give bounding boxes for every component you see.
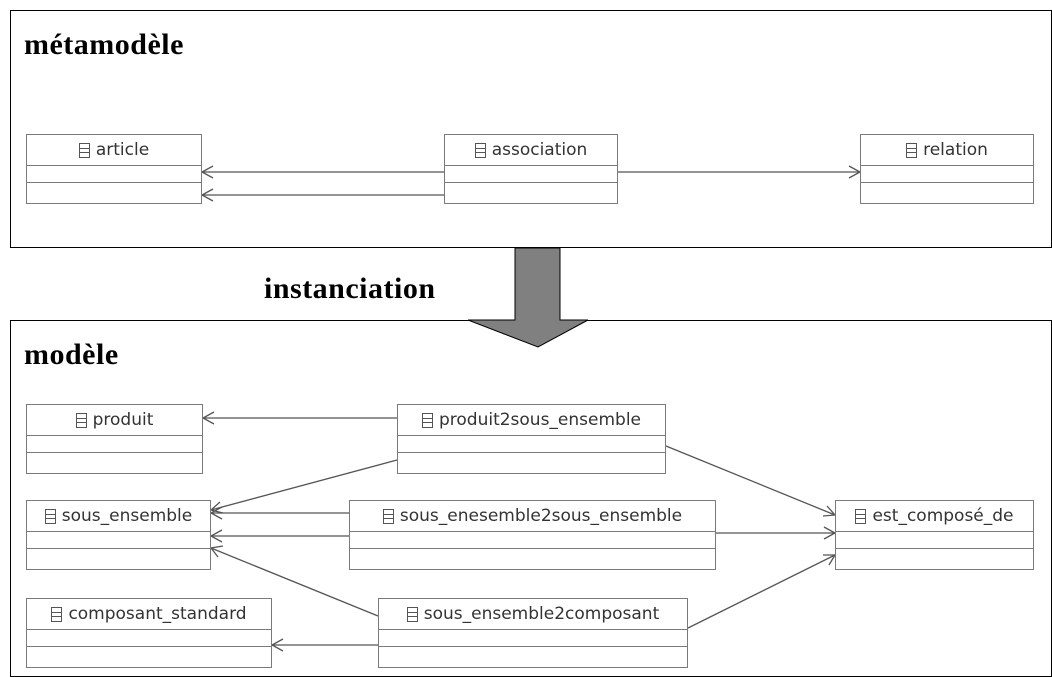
class-attributes: [836, 532, 1033, 549]
class-icon: [78, 142, 90, 158]
class-operations: [445, 183, 617, 199]
class-attributes: [27, 436, 202, 453]
class-sous-ensemble2composant[interactable]: sous_ensemble2composant: [378, 598, 688, 668]
class-icon: [406, 606, 418, 622]
edge-p2se-sous-ensemble: [210, 459, 398, 511]
class-icon: [51, 606, 63, 622]
class-sous-ensemble2composant-label: sous_ensemble2composant: [423, 604, 660, 624]
class-icon: [75, 412, 87, 428]
class-composant-standard[interactable]: composant_standard: [26, 598, 272, 668]
class-operations: [27, 453, 202, 469]
class-est-compose-de[interactable]: est_composé_de: [835, 500, 1034, 570]
class-attributes: [379, 630, 687, 647]
class-attributes: [398, 436, 665, 453]
class-relation[interactable]: relation: [860, 134, 1034, 204]
class-association[interactable]: association: [444, 134, 618, 204]
class-operations: [27, 183, 201, 199]
model-title: modèle: [24, 338, 119, 371]
association-edges: [200, 165, 862, 652]
class-icon: [906, 142, 918, 158]
edge-se2c-est-compose-de: [687, 554, 836, 629]
instanciation-arrow: [467, 247, 589, 348]
class-produit2sous-ensemble-label: produit2sous_ensemble: [438, 410, 642, 430]
class-attributes: [27, 532, 210, 549]
class-produit2sous-ensemble[interactable]: produit2sous_ensemble: [397, 404, 666, 474]
class-sous-enesemble2sous-ensemble-label: sous_enesemble2sous_ensemble: [399, 506, 683, 526]
class-est-compose-de-label: est_composé_de: [872, 506, 1014, 526]
instanciation-label: instanciation: [264, 272, 436, 305]
class-attributes: [861, 166, 1033, 183]
class-attributes: [27, 166, 201, 183]
class-association-label: association: [491, 140, 588, 160]
class-operations: [836, 549, 1033, 565]
metamodel-title: métamodèle: [24, 28, 184, 61]
class-relation-label: relation: [923, 140, 988, 160]
class-operations: [379, 647, 687, 663]
class-icon: [382, 508, 394, 524]
class-sous-enesemble2sous-ensemble[interactable]: sous_enesemble2sous_ensemble: [349, 500, 716, 570]
class-operations: [398, 453, 665, 469]
class-icon: [44, 508, 56, 524]
metamodel-panel: [10, 10, 1052, 248]
edge-p2se-est-compose-de: [665, 445, 836, 516]
class-attributes: [27, 630, 271, 647]
class-produit-label: produit: [92, 410, 154, 430]
class-composant-standard-label: composant_standard: [68, 604, 247, 624]
class-operations: [27, 647, 271, 663]
class-icon: [421, 412, 433, 428]
class-article[interactable]: article: [26, 134, 202, 204]
class-article-label: article: [95, 140, 150, 160]
class-operations: [27, 549, 210, 565]
class-attributes: [350, 532, 715, 549]
class-produit[interactable]: produit: [26, 404, 203, 474]
class-icon: [474, 142, 486, 158]
class-sous-ensemble[interactable]: sous_ensemble: [26, 500, 211, 570]
class-sous-ensemble-label: sous_ensemble: [61, 506, 193, 526]
class-attributes: [445, 166, 617, 183]
class-operations: [350, 549, 715, 565]
edge-se2c-sous-ensemble: [210, 547, 379, 617]
class-operations: [861, 183, 1033, 199]
class-icon: [855, 508, 867, 524]
